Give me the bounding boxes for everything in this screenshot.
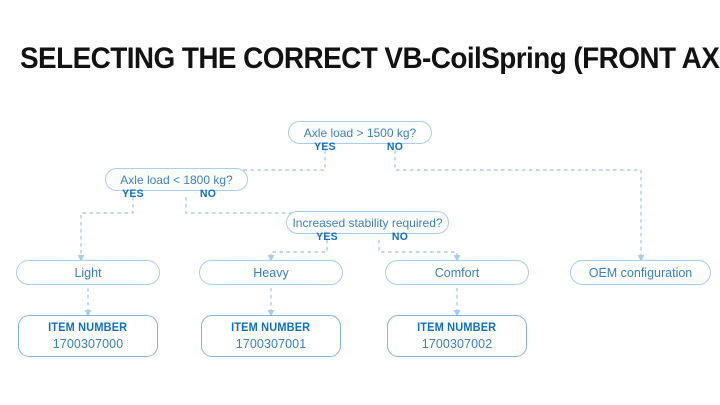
item-number-title: ITEM NUMBER — [48, 322, 128, 334]
item-number-value: 1700307000 — [52, 337, 124, 351]
decision-axle-load-1800-label: Axle load < 1800 kg? — [120, 172, 233, 187]
edge-q2-yes — [77, 197, 134, 262]
branch-label-q3-yes: YES — [316, 231, 338, 243]
page-title: SELECTING THE CORRECT VB-CoilSpring (FRO… — [20, 42, 720, 75]
item-number-title: ITEM NUMBER — [231, 322, 311, 334]
item-number-box-heavy[interactable]: ITEM NUMBER 1700307001 — [201, 315, 341, 357]
item-number-box-light[interactable]: ITEM NUMBER 1700307000 — [18, 315, 158, 357]
branch-label-q2-yes: YES — [122, 188, 144, 200]
decision-axle-load-1500[interactable]: Axle load > 1500 kg? — [288, 121, 432, 144]
result-comfort-label: Comfort — [434, 265, 480, 280]
result-heavy-label: Heavy — [253, 265, 289, 280]
branch-label-q1-yes: YES — [314, 141, 336, 153]
edge-q1-no — [394, 150, 645, 262]
decision-increased-stability-label: Increased stability required? — [292, 215, 443, 230]
item-number-value: 1700307001 — [235, 337, 307, 351]
result-light[interactable]: Light — [16, 260, 160, 285]
result-oem-configuration-label: OEM configuration — [588, 265, 693, 280]
branch-label-q3-no: NO — [391, 231, 409, 243]
result-light-label: Light — [74, 265, 102, 280]
decision-axle-load-1800[interactable]: Axle load < 1800 kg? — [105, 168, 248, 191]
item-number-box-comfort[interactable]: ITEM NUMBER 1700307002 — [387, 315, 527, 357]
result-heavy[interactable]: Heavy — [199, 260, 343, 285]
result-oem-configuration[interactable]: OEM configuration — [570, 260, 711, 285]
item-number-value: 1700307002 — [421, 337, 493, 351]
decision-increased-stability[interactable]: Increased stability required? — [286, 211, 449, 234]
item-number-title: ITEM NUMBER — [417, 322, 497, 334]
branch-label-q1-no: NO — [386, 141, 404, 153]
branch-label-q2-no: NO — [199, 188, 217, 200]
decision-axle-load-1500-label: Axle load > 1500 kg? — [303, 125, 417, 140]
result-comfort[interactable]: Comfort — [385, 260, 529, 285]
